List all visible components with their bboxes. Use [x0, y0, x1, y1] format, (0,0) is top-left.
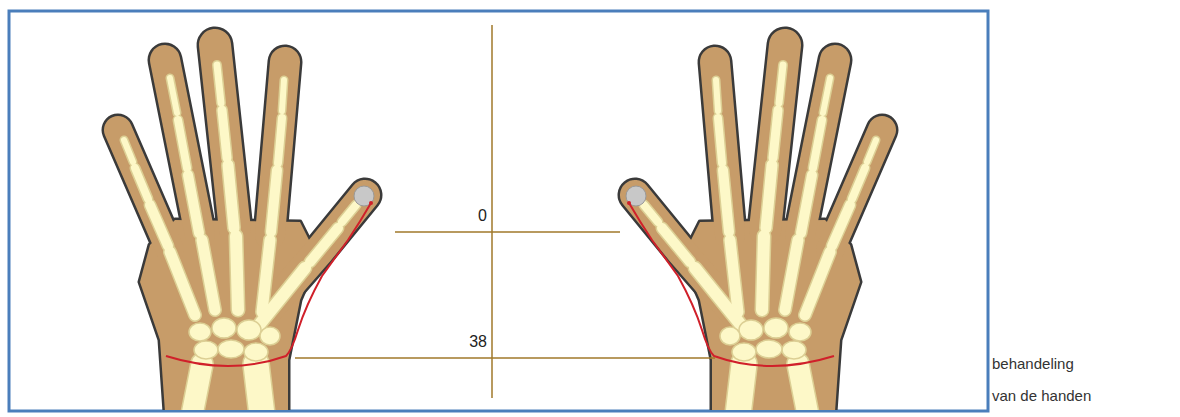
finger-skin: [215, 45, 235, 230]
measure-lines: [295, 25, 715, 398]
level-line: [395, 231, 620, 233]
thumb-nail-marker: [354, 186, 374, 206]
mirrored-hand: [626, 45, 882, 410]
finger-skin: [270, 62, 285, 235]
red-dot: [369, 201, 373, 205]
hands: [118, 45, 882, 410]
finger-outline: [270, 62, 285, 235]
dimension-label: 38: [467, 333, 489, 351]
finger-outline: [215, 45, 235, 230]
caption-text: behandeling van de handen: [992, 348, 1092, 412]
red-trace-line: [166, 203, 371, 366]
axis-line: [491, 25, 493, 398]
carpal-bones: [189, 318, 280, 361]
finger-outline: [118, 130, 170, 250]
hand-skin: [118, 45, 365, 410]
finger-skin: [118, 130, 170, 250]
hand-drawing: [118, 45, 374, 410]
level-line: [295, 357, 715, 359]
finger-outline: [165, 60, 200, 235]
finger-skin: [165, 60, 200, 235]
dimension-label: 0: [476, 207, 489, 225]
hand-outline: [118, 45, 365, 410]
